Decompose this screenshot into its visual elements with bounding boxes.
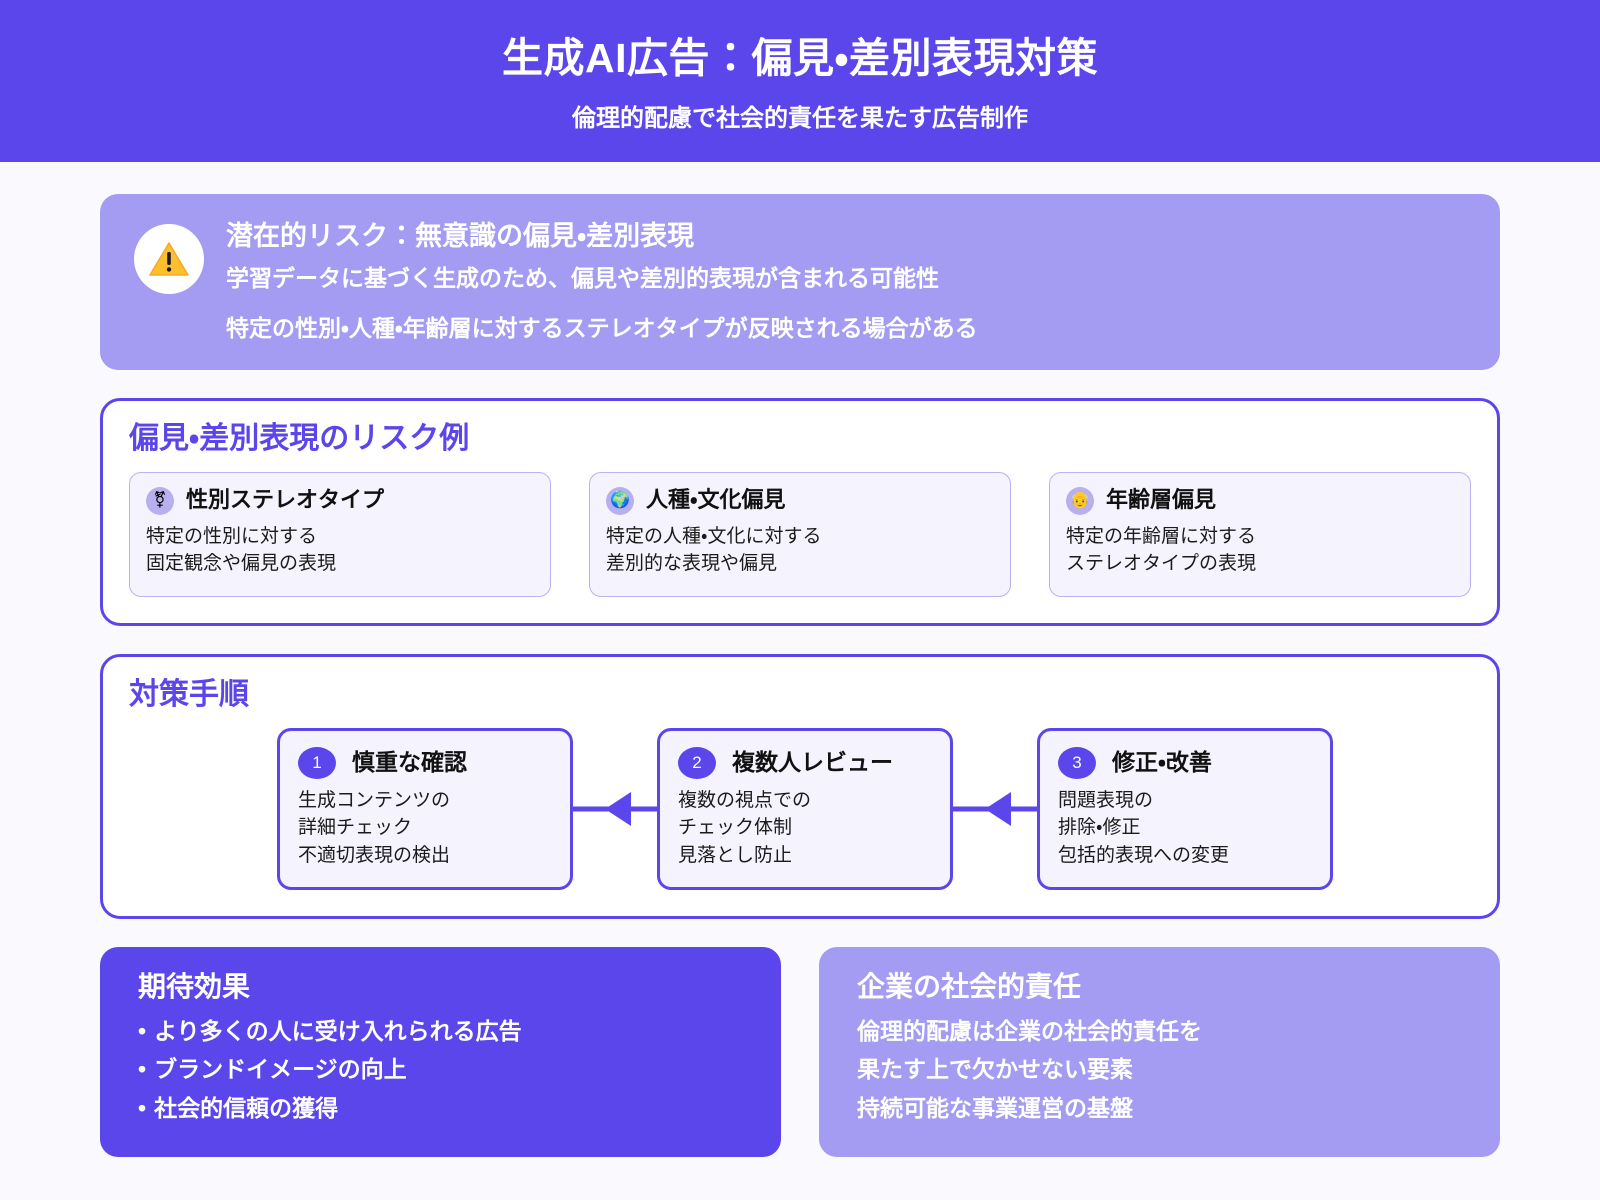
warning-title: 潜在的リスク：無意識の偏見・差別表現	[226, 221, 695, 251]
step-title: 修正・改善	[1112, 748, 1212, 775]
warning-triangle-icon	[134, 224, 204, 294]
step-description: 問題表現の 排除・修正 包括的表現への変更	[1058, 789, 1230, 866]
risk-card[interactable]: ⚧ 性別ステレオタイプ 特定の性別に対する 固定観念や偏見の表現	[129, 471, 551, 597]
risk-card-title: 人種・文化偏見	[646, 487, 786, 513]
risk-section-title: 偏見・差別表現のリスク例	[129, 421, 470, 455]
step-title: 複数人レビュー	[732, 748, 893, 775]
csr-line: 倫理的配慮は企業の社会的責任を	[857, 1017, 1202, 1044]
step-arrow-head	[985, 791, 1011, 826]
risk-card-header: ⚧ 性別ステレオタイプ	[146, 486, 534, 515]
risk-card-description: 特定の性別に対する 固定観念や偏見の表現	[146, 525, 337, 575]
step-card[interactable]: 1 慎重な確認 生成コンテンツの 詳細チェック 不適切表現の検出	[277, 727, 573, 891]
warning-line-1: 学習データに基づく生成のため、偏見や差別的表現が含まれる可能性	[226, 264, 939, 291]
step-arrow-head	[605, 791, 631, 826]
risk-card-description: 特定の人種・文化に対する 差別的な表現や偏見	[606, 525, 822, 575]
step-card-header: 3 修正・改善	[1058, 746, 1312, 779]
bottom-panel-row: 期待効果 より多くの人に受け入れられる広告 ブランドイメージの向上 社会的信頼の…	[100, 947, 1500, 1187]
step-card-header: 1 慎重な確認	[298, 746, 552, 779]
warning-text-block: 潜在的リスク：無意識の偏見・差別表現 学習データに基づく生成のため、偏見や差別的…	[226, 216, 978, 344]
step-description: 複数の視点での チェック体制 見落とし防止	[678, 789, 812, 866]
corporate-responsibility-title: 企業の社会的責任	[857, 971, 1082, 1003]
risk-examples-section: 偏見・差別表現のリスク例 ⚧ 性別ステレオタイプ 特定の性別に対する 固定観念や…	[100, 397, 1500, 626]
step-card[interactable]: 3 修正・改善 問題表現の 排除・修正 包括的表現への変更	[1037, 727, 1333, 891]
page-subtitle: 倫理的配慮で社会的責任を果たす広告制作	[572, 105, 1028, 133]
csr-line: 持続可能な事業運営の基盤	[857, 1094, 1133, 1121]
expected-effects-title: 期待効果	[138, 971, 251, 1003]
steps-section-title: 対策手順	[129, 677, 249, 711]
step-number-badge: 3	[1058, 746, 1096, 779]
page-content: 潜在的リスク：無意識の偏見・差別表現 学習データに基づく生成のため、偏見や差別的…	[0, 162, 1600, 1187]
effect-list-item: より多くの人に受け入れられる広告	[138, 1012, 743, 1051]
older-person-icon: 👴	[1066, 486, 1094, 515]
step-arrow-icon	[953, 728, 1037, 891]
risk-card-header: 🌍 人種・文化偏見	[606, 486, 994, 515]
steps-section: 対策手順 1 慎重な確認 生成コンテンツの 詳細チェック 不適切表現の検出 2 …	[100, 653, 1500, 920]
step-card-header: 2 複数人レビュー	[678, 746, 932, 779]
globe-icon: 🌍	[606, 486, 634, 515]
step-number-badge: 2	[678, 746, 716, 779]
gender-symbol-icon: ⚧	[146, 486, 174, 515]
step-arrow-icon	[573, 728, 657, 891]
risk-card-description: 特定の年齢層に対する ステレオタイプの表現	[1066, 525, 1257, 575]
effect-list-item: 社会的信頼の獲得	[138, 1089, 743, 1128]
page-title: 生成AI広告：偏見・差別表現対策	[502, 35, 1098, 81]
risk-card[interactable]: 👴 年齢層偏見 特定の年齢層に対する ステレオタイプの表現	[1049, 471, 1471, 597]
warning-line-2: 特定の性別・人種・年齢層に対するステレオタイプが反映される場合がある	[226, 314, 978, 341]
csr-line: 果たす上で欠かせない要素	[857, 1056, 1133, 1083]
steps-row: 1 慎重な確認 生成コンテンツの 詳細チェック 不適切表現の検出 2 複数人レビ…	[129, 727, 1471, 891]
corporate-responsibility-card: 企業の社会的責任 倫理的配慮は企業の社会的責任を 果たす上で欠かせない要素 持続…	[819, 947, 1500, 1158]
risk-card-row: ⚧ 性別ステレオタイプ 特定の性別に対する 固定観念や偏見の表現 🌍 人種・文化…	[129, 471, 1471, 597]
step-description: 生成コンテンツの 詳細チェック 不適切表現の検出	[298, 789, 451, 866]
risk-card-header: 👴 年齢層偏見	[1066, 486, 1454, 515]
step-title: 慎重な確認	[352, 748, 467, 775]
risk-card-title: 性別ステレオタイプ	[186, 487, 385, 513]
step-card[interactable]: 2 複数人レビュー 複数の視点での チェック体制 見落とし防止	[657, 727, 953, 891]
risk-card[interactable]: 🌍 人種・文化偏見 特定の人種・文化に対する 差別的な表現や偏見	[589, 471, 1011, 597]
warning-banner: 潜在的リスク：無意識の偏見・差別表現 学習データに基づく生成のため、偏見や差別的…	[100, 194, 1500, 370]
expected-effects-card: 期待効果 より多くの人に受け入れられる広告 ブランドイメージの向上 社会的信頼の…	[100, 947, 781, 1158]
page-header: 生成AI広告：偏見・差別表現対策 倫理的配慮で社会的責任を果たす広告制作	[0, 0, 1600, 162]
step-number-badge: 1	[298, 746, 336, 779]
risk-card-title: 年齢層偏見	[1106, 487, 1217, 513]
effect-list-item: ブランドイメージの向上	[138, 1050, 743, 1089]
